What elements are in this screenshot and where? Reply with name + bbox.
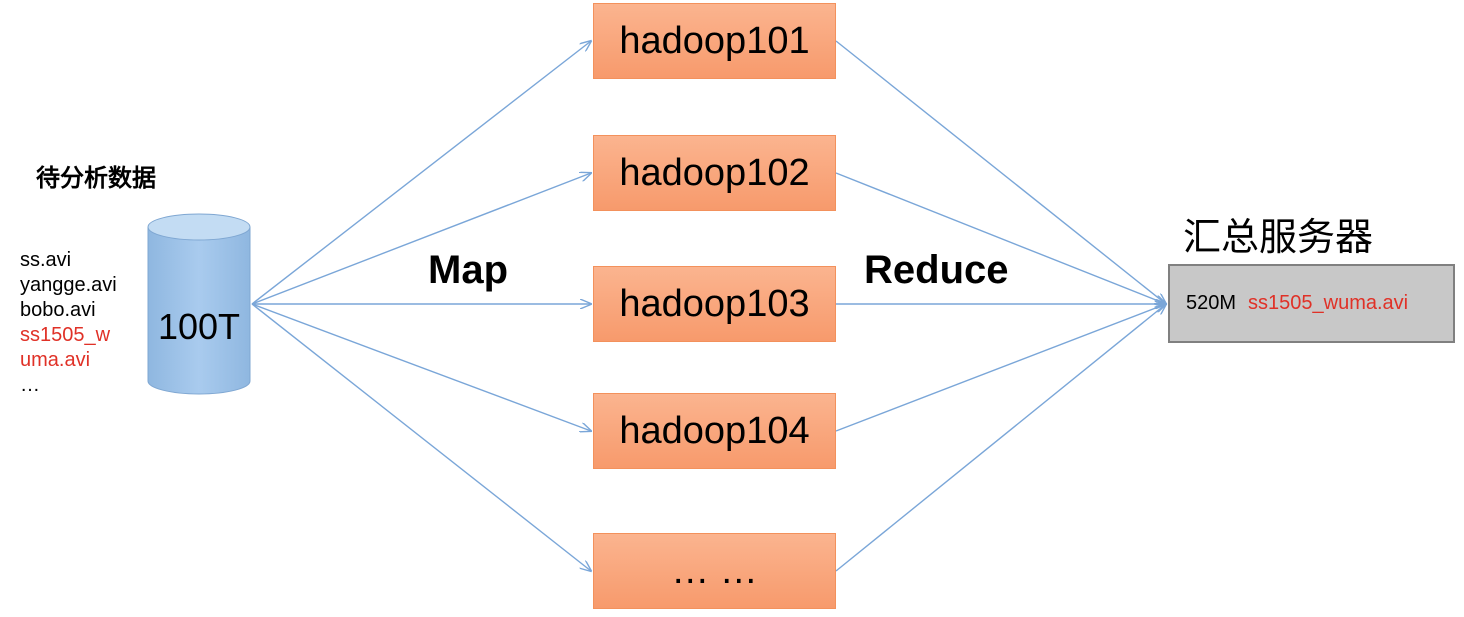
output-size: 520M xyxy=(1186,292,1237,314)
reduce-arrow xyxy=(835,172,1166,304)
map-arrow xyxy=(251,41,591,305)
node-hadoop104: hadoop104 xyxy=(593,393,836,469)
reduce-phase-label: Reduce xyxy=(864,248,1009,292)
reduce-arrow xyxy=(835,304,1166,432)
output-file-name: ss1505_wuma.avi xyxy=(1248,292,1409,314)
input-file-list: ss.avi yangge.avi bobo.avi ss1505_w uma.… xyxy=(20,248,117,398)
storage-cylinder-icon xyxy=(147,213,251,395)
map-phase-label: Map xyxy=(428,248,508,292)
storage-size-label: 100T xyxy=(157,306,241,347)
file-item: yangge.avi xyxy=(20,274,117,296)
file-item-ellipsis: … xyxy=(20,374,40,396)
summary-server-title: 汇总服务器 xyxy=(1183,217,1374,259)
reduce-arrow xyxy=(835,304,1166,572)
file-item: ss.avi xyxy=(20,249,72,271)
file-item-highlighted: uma.avi xyxy=(20,349,91,371)
node-hadoop103: hadoop103 xyxy=(593,266,836,342)
map-arrow xyxy=(251,173,591,305)
file-item: bobo.avi xyxy=(20,299,96,321)
node-more: … … xyxy=(593,533,836,609)
reduce-arrow xyxy=(835,40,1166,304)
input-data-title: 待分析数据 xyxy=(36,165,156,192)
map-arrow xyxy=(251,303,591,571)
map-arrow xyxy=(251,303,591,431)
node-hadoop101: hadoop101 xyxy=(593,3,836,79)
summary-server-box: 520M ss1505_wuma.avi xyxy=(1168,264,1455,343)
node-hadoop102: hadoop102 xyxy=(593,135,836,211)
file-item-highlighted: ss1505_w xyxy=(20,324,111,346)
